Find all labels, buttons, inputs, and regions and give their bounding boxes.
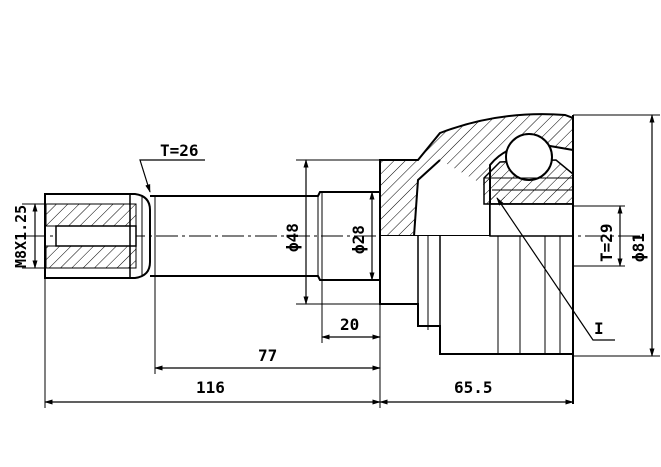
leader-callout	[496, 197, 615, 341]
label-phi48: ϕ48	[283, 223, 302, 252]
ball-and-cage	[483, 133, 574, 237]
label-callout: I	[594, 319, 604, 338]
label-65-5: 65.5	[454, 378, 493, 397]
label-77: 77	[258, 346, 277, 365]
label-t29: T=29	[597, 223, 616, 262]
label-phi28: ϕ28	[349, 225, 368, 254]
leader-t26	[139, 159, 205, 193]
dimension-lines	[32, 114, 655, 405]
label-116: 116	[196, 378, 225, 397]
threaded-shaft-end	[44, 193, 151, 279]
label-m8x1-25: M8X1.25	[12, 205, 30, 268]
label-t26: T=26	[160, 141, 199, 160]
label-20: 20	[340, 315, 359, 334]
label-phi81: ϕ81	[629, 233, 648, 262]
